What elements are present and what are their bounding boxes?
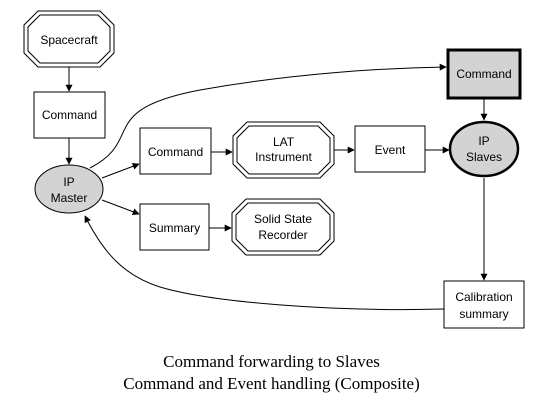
ip-slaves-line2: Slaves	[466, 150, 502, 164]
edge-ip-master-to-command	[101, 162, 140, 179]
node-ip-master: IP Master	[34, 164, 104, 214]
caption-line-2: Command and Event handling (Composite)	[123, 374, 420, 393]
edge-calibration-to-ip-master	[84, 215, 445, 311]
node-command-top: Command	[33, 91, 106, 139]
node-command-mid: Command	[139, 127, 212, 175]
event-label: Event	[375, 143, 406, 157]
ip-slaves-line1: IP	[478, 134, 489, 148]
edges	[65, 63, 488, 311]
node-lat-instrument: LAT Instrument	[232, 121, 335, 179]
ip-master-line1: IP	[63, 175, 74, 189]
command-right-label: Command	[456, 67, 511, 81]
caption-line-1: Command forwarding to Slaves	[163, 352, 380, 371]
node-calibration-summary: Calibration summary	[443, 280, 525, 329]
node-ip-slaves: IP Slaves	[448, 120, 520, 178]
ssr-line1: Solid State	[254, 212, 312, 226]
node-event: Event	[354, 125, 426, 173]
calibration-line2: summary	[459, 307, 508, 321]
command-mid-label: Command	[148, 145, 203, 159]
node-solid-state-recorder: Solid State Recorder	[231, 198, 335, 256]
node-command-right: Command	[446, 48, 522, 100]
lat-instrument-line1: LAT	[273, 135, 295, 149]
spacecraft-label: Spacecraft	[40, 33, 98, 47]
ssr-line2: Recorder	[258, 228, 307, 242]
node-spacecraft: Spacecraft	[23, 10, 115, 68]
summary-label: Summary	[149, 221, 200, 235]
lat-instrument-line2: Instrument	[255, 150, 312, 164]
edge-ip-master-to-summary	[101, 199, 140, 216]
calibration-line1: Calibration	[455, 290, 512, 304]
edge-ip-master-to-command-right	[89, 63, 447, 169]
node-summary: Summary	[139, 203, 210, 251]
ip-master-line2: Master	[51, 191, 88, 205]
command-top-label: Command	[42, 108, 97, 122]
